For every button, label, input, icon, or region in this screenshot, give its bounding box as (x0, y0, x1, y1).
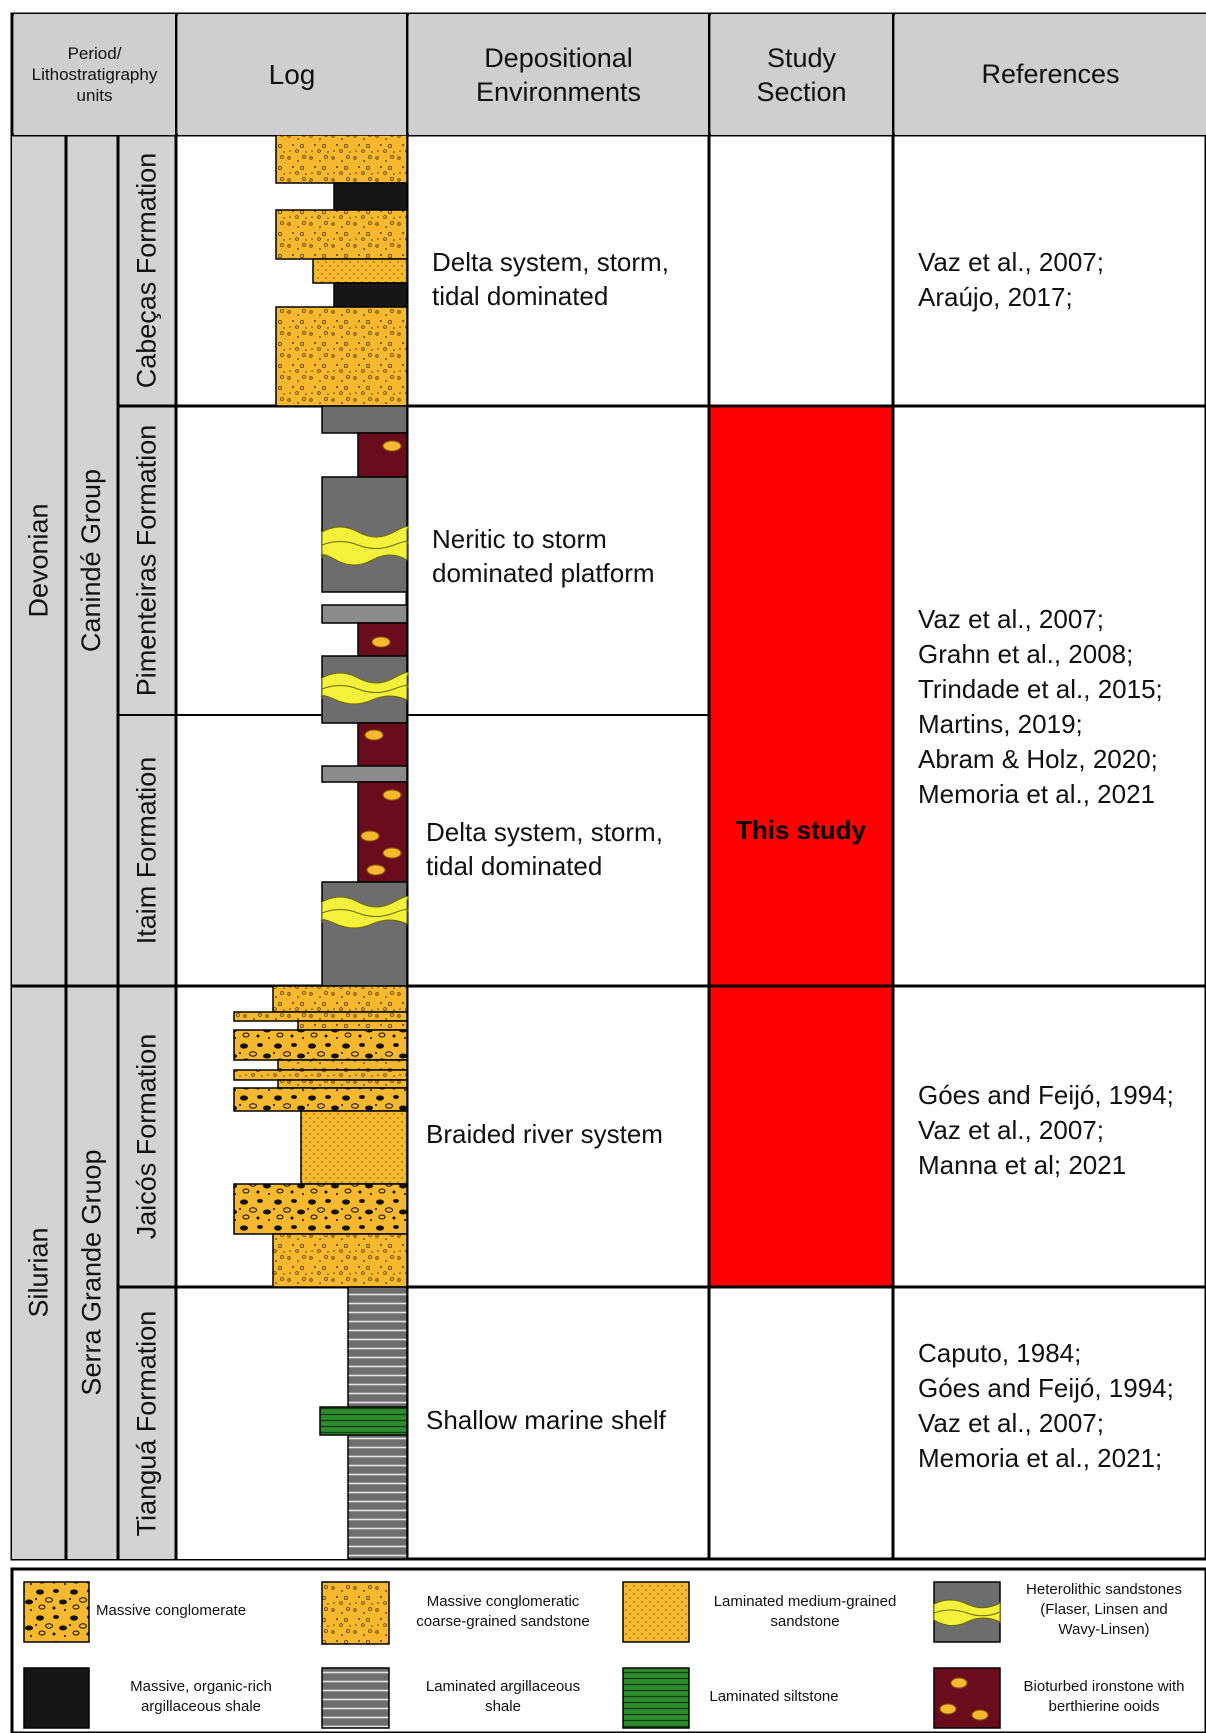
legend-swatch-ironstone (933, 1667, 1001, 1729)
reference-item: Araújo, 2017; (918, 282, 1073, 312)
legend-label-heterolithic: Heterolithic sandstones (Flaser, Linsen … (1026, 1581, 1182, 1638)
references-tiangua: Caputo, 1984; Góes and Feijó, 1994; Vaz … (918, 1336, 1174, 1476)
header-references: References (895, 14, 1206, 135)
log-layer-sand (275, 134, 408, 184)
reference-item: Vaz et al., 2007; (918, 247, 1104, 277)
formation-cabecas: Cabeças Formation (131, 152, 162, 389)
references-jaicos: Góes and Feijó, 1994; Vaz et al., 2007; … (918, 1078, 1174, 1183)
group-caninde: Canindé Group (76, 468, 107, 653)
legend-swatch-argillaceous-shale (321, 1667, 390, 1729)
legend-swatch-laminated-sandstone (622, 1581, 690, 1643)
group-serra-grande: Serra Grande Gruop (76, 1149, 107, 1396)
log-layer-organic-shale (333, 182, 408, 211)
reference-item: Martins, 2019; (918, 709, 1083, 739)
environment-cabecas: Delta system, storm, tidal dominated (432, 247, 669, 311)
reference-item: Góes and Feijó, 1994; (918, 1080, 1174, 1110)
reference-item: Abram & Holz, 2020; (918, 744, 1158, 774)
environment-itaim: Delta system, storm, tidal dominated (426, 817, 663, 881)
formation-pimenteiras: Pimenteiras Formation (131, 424, 162, 697)
formation-jaicos: Jaicós Formation (131, 1033, 162, 1240)
formation-tiangua: Tianguá Formation (131, 1310, 162, 1536)
reference-item: Memoria et al., 2021; (918, 1443, 1163, 1473)
header-period: Period/ Lithostratigraphy units (14, 14, 175, 135)
legend-label-organic-shale: Massive, organic-rich argillaceous shale (130, 1678, 272, 1715)
reference-item: Vaz et al., 2007; (918, 604, 1104, 634)
reference-item: Manna et al; 2021 (918, 1150, 1127, 1180)
legend-swatch-organic-shale (23, 1667, 90, 1729)
reference-item: Grahn et al., 2008; (918, 639, 1134, 669)
legend-label-laminated-sandstone: Laminated medium-grained sandstone (713, 1593, 897, 1630)
references-pimenteiras-itaim: Vaz et al., 2007; Grahn et al., 2008; Tr… (918, 602, 1163, 812)
reference-item: Vaz et al., 2007; (918, 1408, 1104, 1438)
reference-item: Góes and Feijó, 1994; (918, 1373, 1174, 1403)
legend-label-conglomeratic-sandstone: Massive conglomeratic coarse-grained san… (416, 1593, 590, 1630)
legend-swatch-siltstone (622, 1667, 690, 1729)
references-cabecas: Vaz et al., 2007; Araújo, 2017; (918, 245, 1104, 315)
legend-swatch-conglomeratic-sandstone (321, 1581, 390, 1645)
header-study-section: Study Section (711, 14, 892, 135)
reference-item: Vaz et al., 2007; (918, 1115, 1104, 1145)
period-devonian: Devonian (23, 503, 54, 618)
legend-swatch-conglomerate (23, 1581, 90, 1643)
formation-itaim: Itaim Formation (131, 756, 162, 945)
study-section-label: This study (735, 815, 866, 845)
legend-label-siltstone: Laminated siltstone (709, 1688, 839, 1705)
environment-tiangua: Shallow marine shelf (426, 1405, 666, 1435)
environment-pimenteiras: Neritic to storm dominated platform (432, 524, 655, 588)
period-silurian: Silurian (23, 1227, 54, 1318)
header-environments: Depositional Environments (409, 14, 708, 135)
legend-label-argillaceous-shale: Laminated argillaceous shale (425, 1678, 581, 1715)
reference-item: Trindade et al., 2015; (918, 674, 1163, 704)
legend-label-ironstone: Bioturbed ironstone with berthierine ooi… (1023, 1678, 1185, 1715)
legend-label-conglomerate: Massive conglomerate (96, 1602, 247, 1619)
reference-item: Caputo, 1984; (918, 1338, 1082, 1368)
reference-item: Memoria et al., 2021 (918, 779, 1156, 809)
header-log: Log (178, 14, 406, 135)
environment-jaicos: Braided river system (426, 1119, 663, 1149)
